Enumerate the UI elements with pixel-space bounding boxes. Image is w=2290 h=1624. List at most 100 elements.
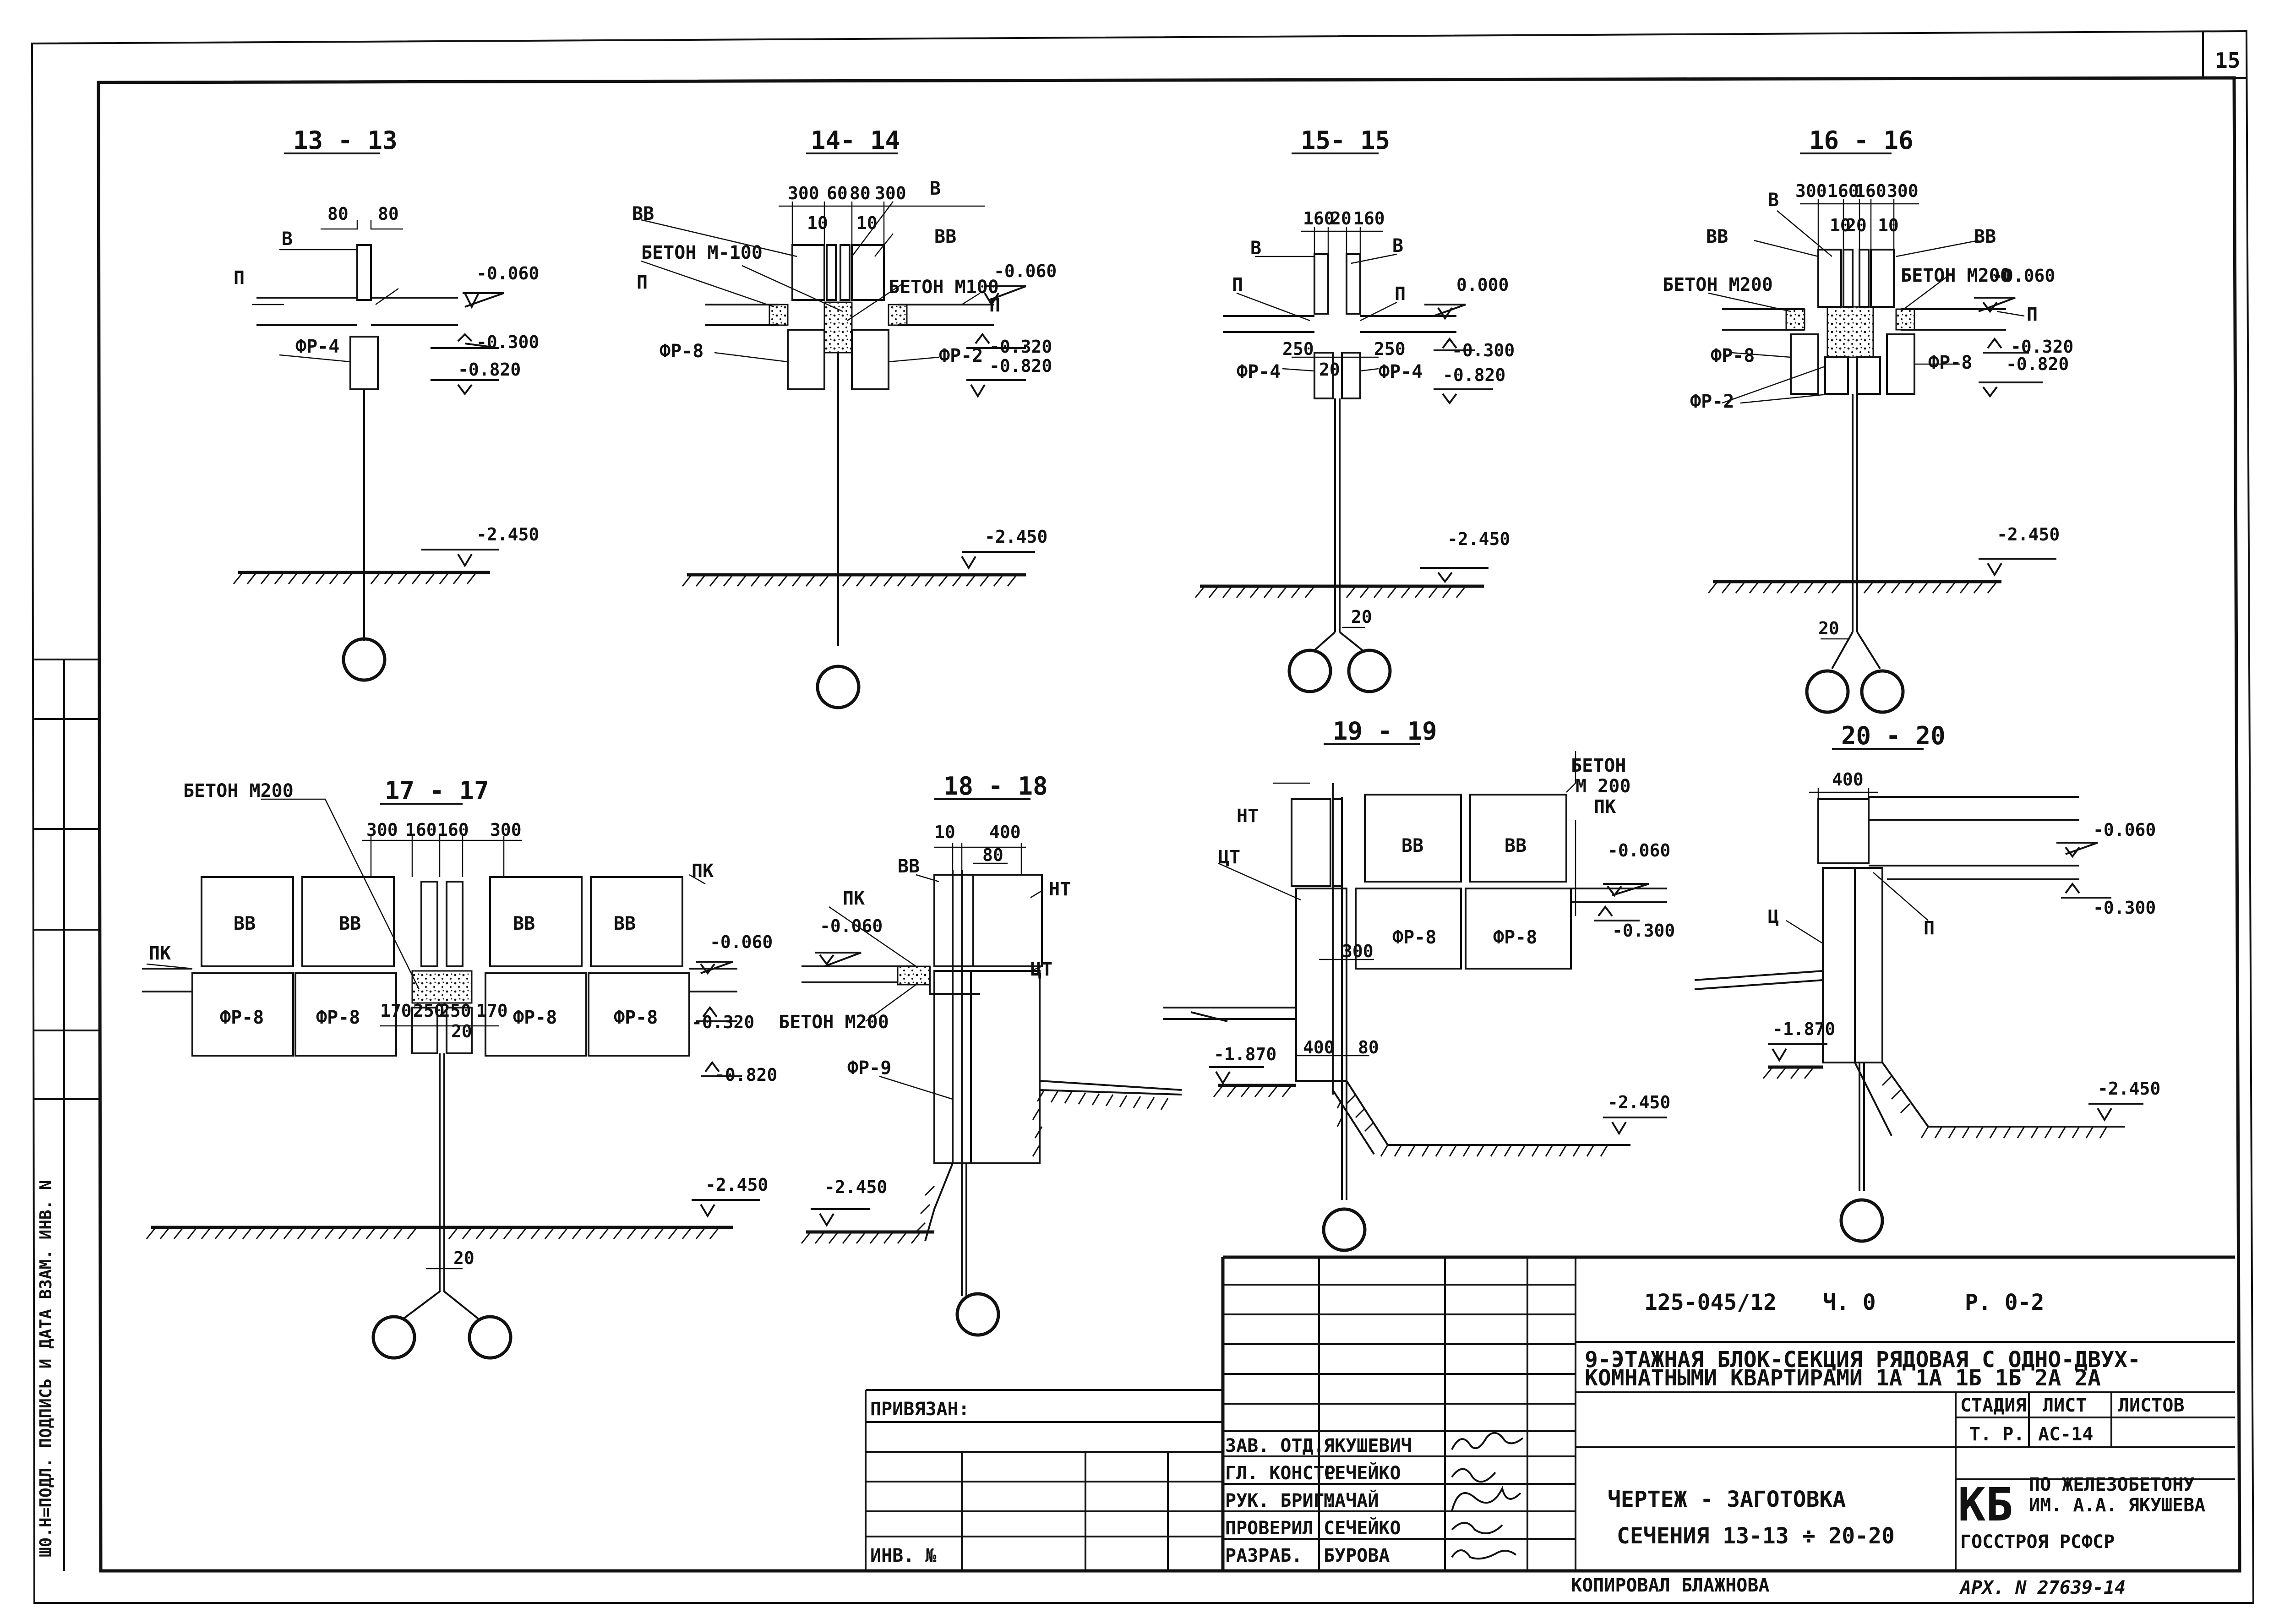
dim-16-4: 300 (1887, 181, 1919, 201)
level-15-4: -2.450 (1447, 529, 1510, 549)
mark-17-6: ВВ (513, 913, 535, 934)
dim-14-2: 60 (827, 183, 848, 203)
level-15-1: 0.000 (1456, 275, 1509, 295)
sign-role-2: ГЛ. КОНСТР (1225, 1463, 1336, 1484)
mark-14-2: В (930, 178, 941, 199)
sign-role-4: ПРОВЕРИЛ (1225, 1518, 1314, 1539)
mark-16-8: ФР-8 (1928, 352, 1972, 373)
mark-19-5: ФР-8 (1392, 927, 1436, 948)
level-17-4: -2.450 (705, 1175, 768, 1195)
mark-18-6: ФР-9 (847, 1057, 891, 1079)
dim-14-5: 10 (807, 213, 828, 233)
dim-14-4: 300 (875, 183, 906, 203)
level-13-2: -0.300 (476, 332, 539, 352)
side-stamp-text: Ш0.Н=ПОДЛ. ПОДПИСЬ И ДАТА ВЗАМ. ИНВ. N (37, 1180, 55, 1557)
section-20-20: 20 - 20 400 Ц П -0.060 -0.300 -1.870 -2.… (1694, 721, 2160, 1243)
mark-14-3: ВВ (934, 226, 956, 247)
section-13-13: 13 - 13 80 80 В П ФР-4 -0.060 -0.300 -0.… (233, 126, 539, 682)
dim-16-5: 10 (1830, 215, 1851, 235)
dim-18-1: 10 (934, 822, 955, 842)
mark-16-9: ФР-2 (1690, 391, 1734, 412)
section-title-18: 18 - 18 (943, 772, 1048, 801)
section-17-17: 17 - 17 300 160 160 300 170 250 250 170 … (142, 776, 777, 1360)
section-code: Р. 0-2 (1965, 1290, 2044, 1315)
mark-13-1: В (282, 229, 293, 250)
dim-17-4: 300 (490, 820, 522, 840)
level-17-2: -0.320 (692, 1012, 754, 1032)
mark-19-7: БЕТОН (1571, 755, 1626, 776)
ground-electrode (342, 637, 387, 682)
dim-15-4: 250 (1282, 339, 1314, 359)
level-15-3: -0.820 (1443, 365, 1505, 385)
ground-electrode (1347, 649, 1392, 693)
gap-17: 20 (453, 1248, 474, 1268)
dim-15-6: 20 (1319, 360, 1340, 380)
dim-19-3: 80 (1358, 1037, 1379, 1057)
org-line-1: ПО ЖЕЛЕЗОБЕТОНУ (2029, 1474, 2194, 1495)
org-logo: КБ (1958, 1478, 2013, 1531)
level-16-3: -0.820 (2006, 354, 2069, 374)
mark-16-7: ФР-8 (1711, 345, 1755, 366)
mark-20-2: П (1924, 918, 1935, 939)
sheet-frame (31, 30, 2255, 1604)
ground-electrode (1805, 669, 1850, 714)
signatures (1451, 1432, 1524, 1560)
section-18-18: 18 - 18 10 400 80 ВВ НТ ПК ЦТ БЕТОН М200… (779, 772, 1182, 1337)
mark-16-1: В (1768, 190, 1779, 211)
level-20-1: -0.060 (2093, 820, 2156, 840)
sign-role-5: РАЗРАБ. (1225, 1545, 1303, 1566)
dim-17-8: 170 (476, 1001, 508, 1021)
mark-14-6: П (637, 272, 648, 293)
dim-18-2: 400 (989, 822, 1021, 842)
level-15-2: -0.300 (1452, 340, 1515, 360)
mark-16-2: ВВ (1706, 226, 1728, 247)
level-19-2: -0.300 (1612, 921, 1675, 941)
level-13-4: -2.450 (476, 524, 539, 545)
level-13-3: -0.820 (458, 360, 521, 380)
section-title-13: 13 - 13 (293, 126, 398, 155)
description-line-2: КОМНАТНЫМИ КВАРТИРАМИ 1А 1А 1Б 1Б 2А 2А (1585, 1365, 2101, 1391)
mark-16-6: П (2027, 304, 2038, 325)
dim-14-1: 300 (788, 183, 819, 203)
org-line-3: ГОССТРОЯ РСФСР (1960, 1531, 2115, 1553)
mark-19-3: ВВ (1401, 835, 1423, 856)
dim-14-6: 10 (856, 213, 878, 233)
side-stamp: Ш0.Н=ПОДЛ. ПОДПИСЬ И ДАТА ВЗАМ. ИНВ. N (34, 659, 98, 1571)
org-line-2: ИМ. А.А. ЯКУШЕВА (2029, 1495, 2205, 1516)
mark-19-6: ФР-8 (1493, 927, 1537, 948)
section-title-16: 16 - 16 (1809, 126, 1914, 155)
page-number: 15 (2215, 48, 2240, 73)
section-16-16: 16 - 16 300 160 160 300 10 20 10 20 В ВВ… (1663, 126, 2073, 714)
mark-17-8: ФР-8 (220, 1007, 264, 1028)
part-number: Ч. 0 (1823, 1290, 1876, 1315)
dim-16-6: 20 (1846, 215, 1867, 235)
level-13-1: -0.060 (476, 263, 539, 283)
mark-18-1: ВВ (898, 856, 920, 877)
ground-electrode (1860, 669, 1905, 714)
mark-18-5: БЕТОН М200 (779, 1012, 889, 1033)
mark-18-4: ЦТ (1030, 959, 1052, 980)
dim-13-2: 80 (378, 204, 399, 224)
sign-role-1: ЗАВ. ОТД. (1225, 1435, 1325, 1456)
gap-16: 20 (1818, 618, 1839, 638)
mark-17-5: ВВ (339, 913, 361, 934)
mark-17-7: ВВ (614, 913, 636, 934)
mark-19-4: ВВ (1505, 835, 1527, 856)
mark-16-5: БЕТОН М200 (1901, 265, 2011, 286)
mark-18-3: ПК (843, 888, 865, 909)
dim-18-3: 80 (982, 845, 1003, 865)
mark-18-2: НТ (1049, 879, 1071, 900)
level-19-3: -1.870 (1214, 1044, 1276, 1064)
dim-16-7: 10 (1878, 215, 1899, 235)
dim-19-2: 400 (1303, 1037, 1335, 1057)
mark-15-3: П (1232, 274, 1243, 295)
mark-14-8: ФР-8 (660, 341, 703, 362)
ground-electrode (1287, 649, 1332, 693)
dim-17-7: 250 (440, 1001, 471, 1021)
dim-13-1: 80 (327, 204, 349, 224)
drawing-title-line-2: СЕЧЕНИЯ 13-13 ÷ 20-20 (1617, 1523, 1895, 1549)
level-20-4: -2.450 (2098, 1079, 2160, 1099)
level-16-4: -2.450 (1997, 524, 2060, 545)
copied-by: КОПИРОВАЛ БЛАЖНОВА (1571, 1575, 1769, 1596)
